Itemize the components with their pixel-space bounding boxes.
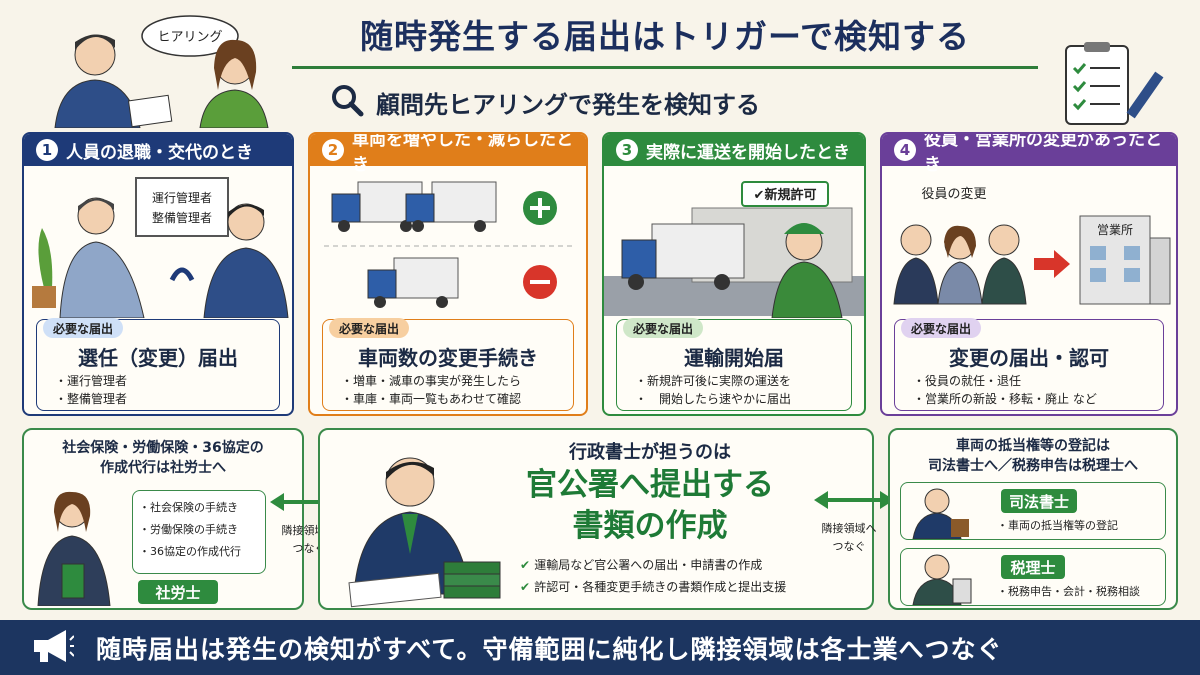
list-item: 役員の就任・退任 (913, 372, 1097, 390)
panel-title-line1: 社会保険・労働保険・36協定の (62, 440, 264, 456)
truck-icon (405, 181, 497, 232)
list-item: 新規許可後に実際の運送を (635, 372, 791, 390)
card-number: 3 (616, 139, 638, 161)
card-title: 実際に運送を開始したとき (646, 142, 850, 163)
list-item: 営業所の新設・移転・廃止 など (913, 390, 1097, 408)
handover-illustration: 運行管理者 整備管理者 (32, 177, 289, 318)
required-filing-box: 必要な届出 車両数の変更手続き 増車・減車の事実が発生したら 車庫・車両一覧もあ… (322, 318, 574, 411)
svg-text:✔新規許可: ✔新規許可 (754, 187, 817, 203)
list-item: 運行管理者 (55, 372, 127, 390)
card-staff-change: 1 人員の退職・交代のとき 運行管理者 整備管理者 必要な届出 選任（変更）届出… (22, 132, 294, 416)
list-item: ・車両の抵当権等の登記 (997, 519, 1118, 532)
card-operation-start: 3 実際に運送を開始したとき ✔新規許可 必要な届出 運輸開始届 新規許可後に実… (602, 132, 866, 416)
list-item: ・社会保険の手続き (139, 501, 238, 514)
card-officer-office-change: 4 役員・営業所の変更があったとき 役員の変更 営業所 必要な届出 変更の届出・… (880, 132, 1178, 416)
truck-icon (367, 257, 459, 308)
panel-title-line1: 車両の抵当権等の登記は (956, 438, 1110, 454)
required-tag: 必要な届出 (901, 318, 982, 338)
card-header: 1 人員の退職・交代のとき (24, 134, 292, 166)
card-title: 役員・営業所の変更があったとき (924, 132, 1162, 175)
svg-text:運行管理者: 運行管理者 (152, 190, 212, 205)
card-header: 3 実際に運送を開始したとき (604, 134, 864, 166)
labor-consultant-badge: 社労士 (138, 580, 218, 604)
tax-accountant-box: 税理士 ・税務申告・会計・税務相談 (900, 548, 1166, 606)
check-icon: ✔ (520, 558, 535, 572)
truck-icon (621, 223, 745, 290)
list-item-continued: ・開始したら速やかに届出 (635, 390, 791, 408)
judicial-scrivener-label: 司法書士 (1001, 489, 1077, 513)
svg-text:整備管理者: 整備管理者 (152, 210, 212, 225)
labor-consultant-panel: 社会保険・労働保険・36協定の 作成代行は社労士へ ・社会保険の手続き ・労働保… (22, 428, 304, 610)
card-vehicle-change: 2 車両を増やした・減らしたとき 必要な届出 車両数の変更手続き 増車・減車の事… (308, 132, 588, 416)
required-filing-title: 運輸開始届 (684, 346, 784, 370)
judicial-scrivener-avatar (912, 488, 969, 539)
svg-text:営業所: 営業所 (1097, 223, 1133, 237)
center-line3: 書類の作成 (572, 508, 728, 544)
connect-label-right: 隣接領域へつなぐ (821, 522, 877, 553)
tax-accountant-label: 税理士 (1001, 555, 1065, 579)
required-filing-box: 必要な届出 変更の届出・認可 役員の就任・退任 営業所の新設・移転・廃止 など (894, 318, 1164, 411)
megaphone-icon (30, 628, 75, 668)
operation-start-illustration: ✔新規許可 (604, 181, 864, 318)
card-number: 2 (322, 139, 344, 161)
hearing-illustration: ヒアリング (54, 15, 269, 128)
judicial-tax-panel: 車両の抵当権等の登記は 司法書士へ／税務申告は税理士へ 司法書士 ・車両の抵当権… (888, 428, 1178, 610)
card-number: 1 (36, 139, 58, 161)
center-line2: 官公署へ提出する (526, 467, 774, 503)
magnifier-icon (330, 83, 364, 121)
required-filing-title: 選任（変更）届出 (78, 346, 238, 370)
card-number: 4 (894, 139, 916, 161)
center-checklist: ✔ 運輸局など官公署への届出・申請書の作成 ✔ 許認可・各種変更手続きの書類作成… (520, 554, 786, 598)
check-item: ✔ 運輸局など官公署への届出・申請書の作成 (520, 558, 763, 572)
footer-message: 随時届出は発生の検知がすべて。守備範囲に純化し隣接領域は各士業へつなぐ (96, 634, 1003, 664)
required-tag: 必要な届出 (623, 318, 704, 338)
card-header: 2 車両を増やした・減らしたとき (310, 134, 586, 175)
required-filing-title: 変更の届出・認可 (949, 346, 1109, 370)
hearing-bubble: ヒアリング (157, 30, 222, 45)
footer-banner: 随時届出は発生の検知がすべて。守備範囲に純化し隣接領域は各士業へつなぐ (0, 620, 1200, 675)
required-tag: 必要な届出 (329, 318, 410, 338)
list-item: 車庫・車両一覧もあわせて確認 (341, 390, 521, 408)
required-tag: 必要な届出 (43, 318, 124, 338)
tax-accountant-avatar (912, 554, 972, 605)
required-filing-title: 車両数の変更手続き (358, 346, 538, 370)
labor-items-box: ・社会保険の手続き ・労働保険の手続き ・36協定の作成代行 (132, 490, 266, 574)
trucks-illustration (324, 181, 572, 308)
labor-consultant-illustration (37, 491, 111, 606)
title-underline (292, 66, 1038, 69)
list-item: ・労働保険の手続き (139, 523, 238, 536)
list-item: 増車・減車の事実が発生したら (341, 372, 521, 390)
administrative-scrivener-panel: 行政書士が担うのは 官公署へ提出する 書類の作成 ✔ 運輸局など官公署への届出・… (318, 428, 874, 610)
card-header: 4 役員・営業所の変更があったとき (882, 134, 1176, 175)
double-arrow-icon (814, 491, 894, 509)
clipboard-checklist-icon (1065, 42, 1164, 125)
officers-office-illustration: 役員の変更 営業所 (893, 186, 1171, 305)
judicial-scrivener-box: 司法書士 ・車両の抵当権等の登記 (900, 482, 1166, 540)
list-item: 整備管理者 (55, 390, 127, 408)
check-item: ✔ 許認可・各種変更手続きの書類作成と提出支援 (520, 580, 787, 594)
list-item: ・税務申告・会計・税務相談 (997, 585, 1140, 598)
svg-text:役員の変更: 役員の変更 (921, 186, 986, 202)
arrow-right-icon (1034, 250, 1070, 278)
center-line1: 行政書士が担うのは (569, 442, 731, 463)
card-title: 車両を増やした・減らしたとき (352, 132, 573, 175)
subtitle: 顧問先ヒアリングで発生を検知する (376, 90, 760, 119)
list-item: ・36協定の作成代行 (139, 545, 241, 558)
scrivener-illustration (348, 457, 501, 608)
card-title: 人員の退職・交代のとき (66, 142, 253, 163)
panel-title-line2: 作成代行は社労士へ (100, 460, 226, 476)
required-filing-box: 必要な届出 選任（変更）届出 運行管理者 整備管理者 (36, 318, 280, 411)
panel-title-line2: 司法書士へ／税務申告は税理士へ (928, 458, 1138, 474)
subtitle-row: 顧問先ヒアリングで発生を検知する (330, 84, 930, 120)
page-title: 随時発生する届出はトリガーで検知する (359, 17, 971, 56)
check-icon: ✔ (520, 580, 535, 594)
required-filing-box: 必要な届出 運輸開始届 新規許可後に実際の運送を ・開始したら速やかに届出 (616, 318, 852, 411)
